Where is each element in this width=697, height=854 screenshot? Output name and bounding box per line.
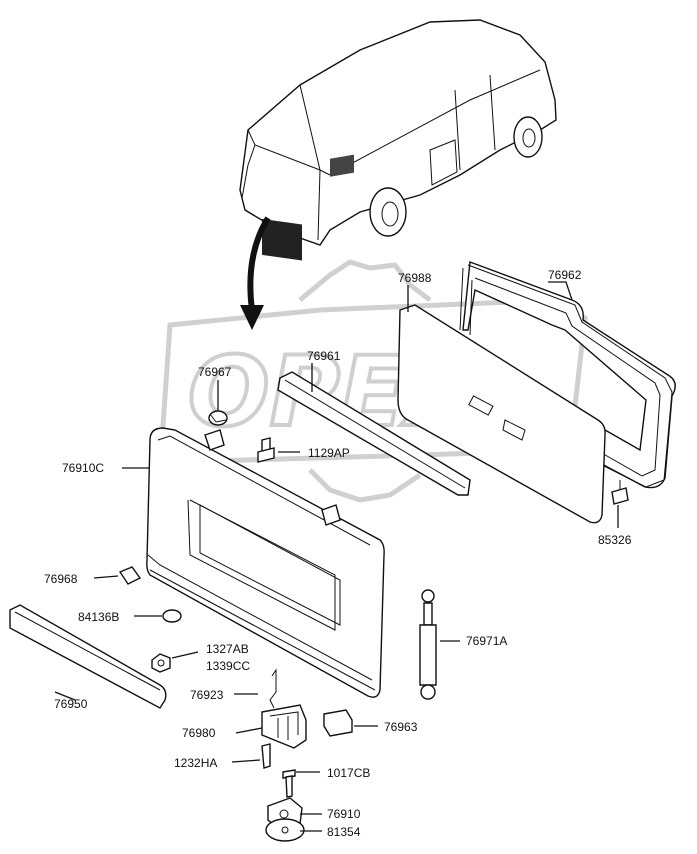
label-76910: 76910: [327, 807, 361, 821]
label-1017CB: 1017CB: [327, 766, 370, 780]
part-84136B-plug: [162, 609, 182, 623]
label-1129AP: 1129AP: [308, 446, 350, 460]
part-1017CB-screw: [282, 769, 296, 798]
part-76980-latch: [261, 704, 307, 749]
part-85326-clip: [611, 480, 629, 505]
label-1327AB: 1327AB: [206, 642, 249, 656]
label-76968: 76968: [44, 572, 78, 586]
label-76962: 76962: [548, 268, 582, 282]
part-76961-rail: [277, 371, 471, 496]
label-76971A: 76971A: [466, 634, 507, 648]
part-81354-plate: [265, 818, 305, 842]
part-1232HA-screw: [261, 743, 271, 769]
part-labels: 76988 76962 76961 76967 1129AP 76910C 85…: [44, 268, 632, 839]
label-76967: 76967: [198, 365, 232, 379]
label-85326: 85326: [598, 533, 632, 547]
part-76962-weatherstrip: [459, 261, 676, 489]
label-1339CC: 1339CC: [206, 659, 250, 673]
label-76988: 76988: [398, 271, 432, 285]
part-76923-rod: [269, 668, 277, 709]
label-76980: 76980: [182, 726, 216, 740]
part-76988-trim-panel: [397, 304, 606, 524]
label-76961: 76961: [307, 349, 341, 363]
direction-arrow: [240, 216, 271, 330]
part-1129AP-bolt: [257, 437, 275, 463]
label-81354: 81354: [327, 825, 361, 839]
part-76968-cap: [118, 566, 142, 585]
part-1327AB-nut: [151, 653, 171, 673]
part-76967-bumper: [208, 410, 228, 426]
label-1232HA: 1232HA: [174, 756, 217, 770]
van-illustration: [239, 19, 557, 261]
label-84136B: 84136B: [78, 610, 119, 624]
part-76910C-door: [146, 427, 385, 698]
leader-lines: [54, 281, 619, 832]
label-76963: 76963: [384, 720, 418, 734]
part-76963-striker: [323, 709, 353, 737]
part-76971A-strut: [419, 589, 437, 700]
label-76923: 76923: [190, 688, 224, 702]
label-76910C: 76910C: [62, 461, 104, 475]
part-76950-garnish: [9, 604, 167, 709]
label-76950: 76950: [54, 697, 88, 711]
